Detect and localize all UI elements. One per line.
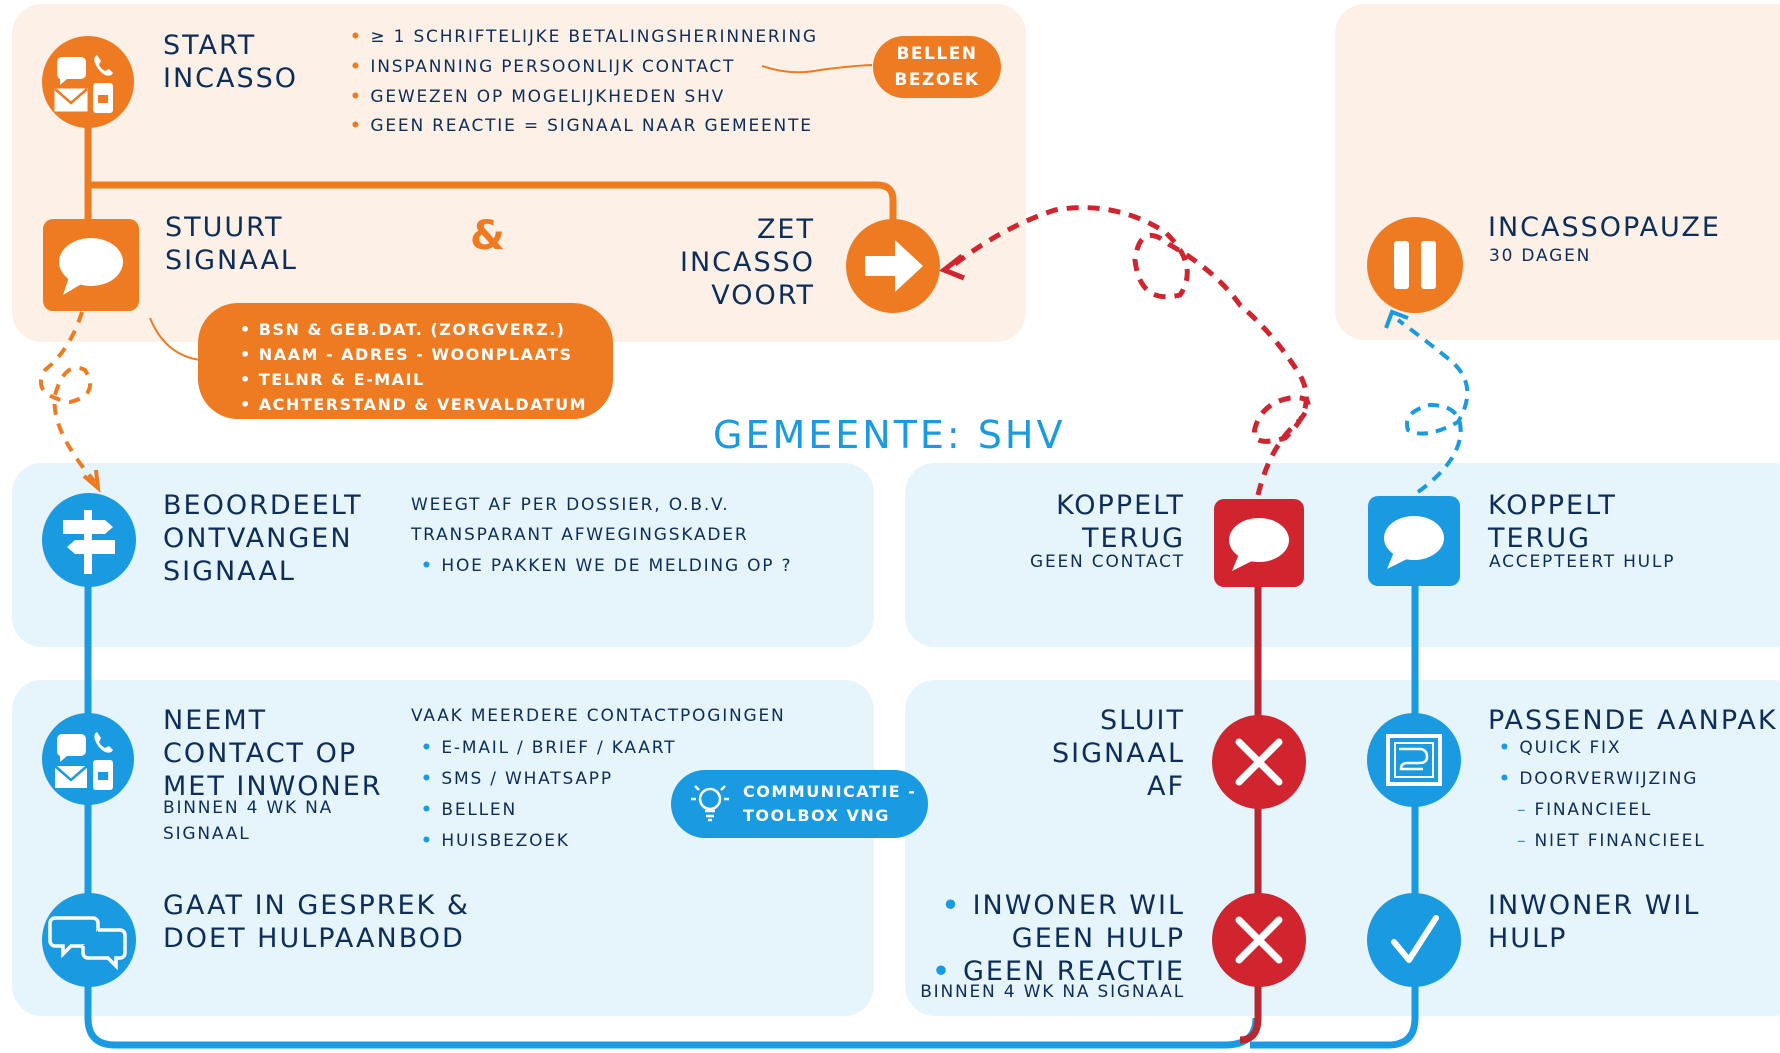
checkmark-icon (1366, 892, 1462, 988)
approach-sub-item: financieel (1517, 795, 1777, 826)
start-incasso-title: START INCASSO (163, 30, 299, 94)
feedback-no-chat-icon (1212, 497, 1306, 589)
assess-desc: Weegt af per dossier, o.b.v. transparant… (411, 495, 749, 545)
incassopauze-sub: 30 dagen (1489, 246, 1592, 266)
signpost-icon (41, 492, 137, 588)
signal-chat-icon (41, 217, 141, 313)
start-bullet: gewezen op mogelijkheden SHV (350, 83, 850, 113)
red-flow-line (1239, 545, 1262, 1044)
no-help-sub: binnen 4 wk na signaal (920, 982, 1185, 1002)
assess-bullet: Hoe pakken we de melding op ? (421, 552, 821, 582)
signal-data-item: NAAM - ADRES - WOONPLAATS (240, 342, 613, 367)
bellen-bezoek-pill: BELLEN BEZOEK (873, 36, 1001, 98)
start-bullet: ≥ 1 schriftelijke betalingsherinnering (350, 23, 850, 53)
pause-icon (1366, 216, 1464, 314)
zet-incasso-voort-title: ZET INCASSO VOORT (679, 214, 815, 311)
no-help-bullets: INWONER WIL GEEN HULP GEEN REACTIE (900, 890, 1185, 989)
contact-channels-blue-icon (41, 712, 135, 806)
blue-arrowhead (1384, 309, 1409, 329)
start-bullet: inspanning persoonlijk contact (350, 53, 850, 83)
stuurt-signaal-title: STUURT SIGNAAL (165, 212, 298, 276)
contact-bullet: SMS / WhatsApp (421, 764, 721, 795)
no-help-bullet: GEEN REACTIE (900, 956, 1185, 989)
no-help-bullet: INWONER WIL GEEN HULP (900, 890, 1185, 956)
signal-data-item: BSN & GEB.DAT. (ZORGVERZ.) (240, 317, 613, 342)
ampersand-label: & (470, 213, 507, 259)
signal-data-box: BSN & GEB.DAT. (ZORGVERZ.) NAAM - ADRES … (198, 303, 613, 419)
koppelt-terug-no-title: KOPPELT TERUG (1056, 490, 1185, 554)
start-bullets: ≥ 1 schriftelijke betalingsherinnering i… (350, 23, 850, 142)
signal-to-data-line (149, 317, 201, 361)
contact-bullet: E-mail / brief / kaart (421, 733, 721, 764)
koppelt-terug-yes-title: KOPPELT TERUG (1488, 490, 1617, 554)
feedback-panel (905, 463, 1780, 647)
neemt-contact-title: NEEMT CONTACT OP MET INWONER (163, 705, 383, 802)
signal-data-item: TELNR & E-MAIL (240, 367, 613, 392)
gemeente-shv-title: GEMEENTE: SHV (713, 413, 1066, 457)
signal-to-assess-dashed (38, 311, 97, 484)
start-bullet: geen reactie = signaal naar gemeente (350, 112, 850, 142)
inwoner-wil-hulp-title: INWONER WIL HULP (1488, 890, 1701, 954)
arrow-right-icon (845, 218, 941, 314)
lightbulb-icon (691, 785, 729, 822)
blue-dashed-return (1396, 318, 1470, 494)
close-x-icon (1211, 714, 1307, 810)
feedback-yes-chat-icon (1366, 494, 1462, 588)
reject-x-icon (1211, 892, 1307, 988)
red-dashed-return (948, 205, 1311, 496)
contact-bullet: huisbezoek (421, 826, 721, 857)
sluit-signaal-title: SLUIT SIGNAAL AF (1052, 705, 1185, 802)
contact-channels-icon (41, 35, 135, 129)
red-arrowhead (939, 254, 965, 281)
communicatie-toolbox-pill: COMMUNICATIE - TOOLBOX VNG (671, 770, 928, 838)
start-to-continue-line (88, 181, 897, 228)
contact-desc: vaak meerdere contactpogingen (411, 706, 786, 726)
right-flow-line (1250, 545, 1419, 1049)
toolbox-label: COMMUNICATIE - TOOLBOX VNG (743, 782, 917, 825)
approach-sub-items: financieel niet financieel (1517, 795, 1777, 857)
approach-bullet: quick fix (1499, 733, 1759, 764)
assess-arrowhead (82, 469, 101, 493)
signal-data-item: ACHTERSTAND & VERVALDATUM (240, 392, 613, 417)
beoordeelt-title: BEOORDEELT ONTVANGEN SIGNAAL (163, 490, 363, 587)
approach-bullet: doorverwijzing (1499, 764, 1759, 795)
conversation-icon (41, 892, 137, 988)
passende-aanpak-title: PASSENDE AANPAK (1488, 705, 1778, 736)
contact-bullet: bellen (421, 795, 721, 826)
incassopauze-title: INCASSOPAUZE (1488, 212, 1721, 243)
koppelt-terug-yes-sub: accepteert hulp (1489, 552, 1676, 572)
assess-bullets: Hoe pakken we de melding op ? (421, 552, 821, 582)
contact-bullets: E-mail / brief / kaart SMS / WhatsApp be… (421, 733, 721, 857)
neemt-contact-sub: binnen 4 wk na signaal (163, 798, 334, 844)
approach-sub-item: niet financieel (1517, 826, 1777, 857)
approach-bullets: quick fix doorverwijzing (1499, 733, 1759, 795)
gaat-in-gesprek-title: GAAT IN GESPREK & DOET HULPAANBOD (163, 890, 470, 954)
approach-plan-icon (1366, 712, 1462, 808)
koppelt-terug-no-sub: geen contact (1030, 552, 1185, 572)
